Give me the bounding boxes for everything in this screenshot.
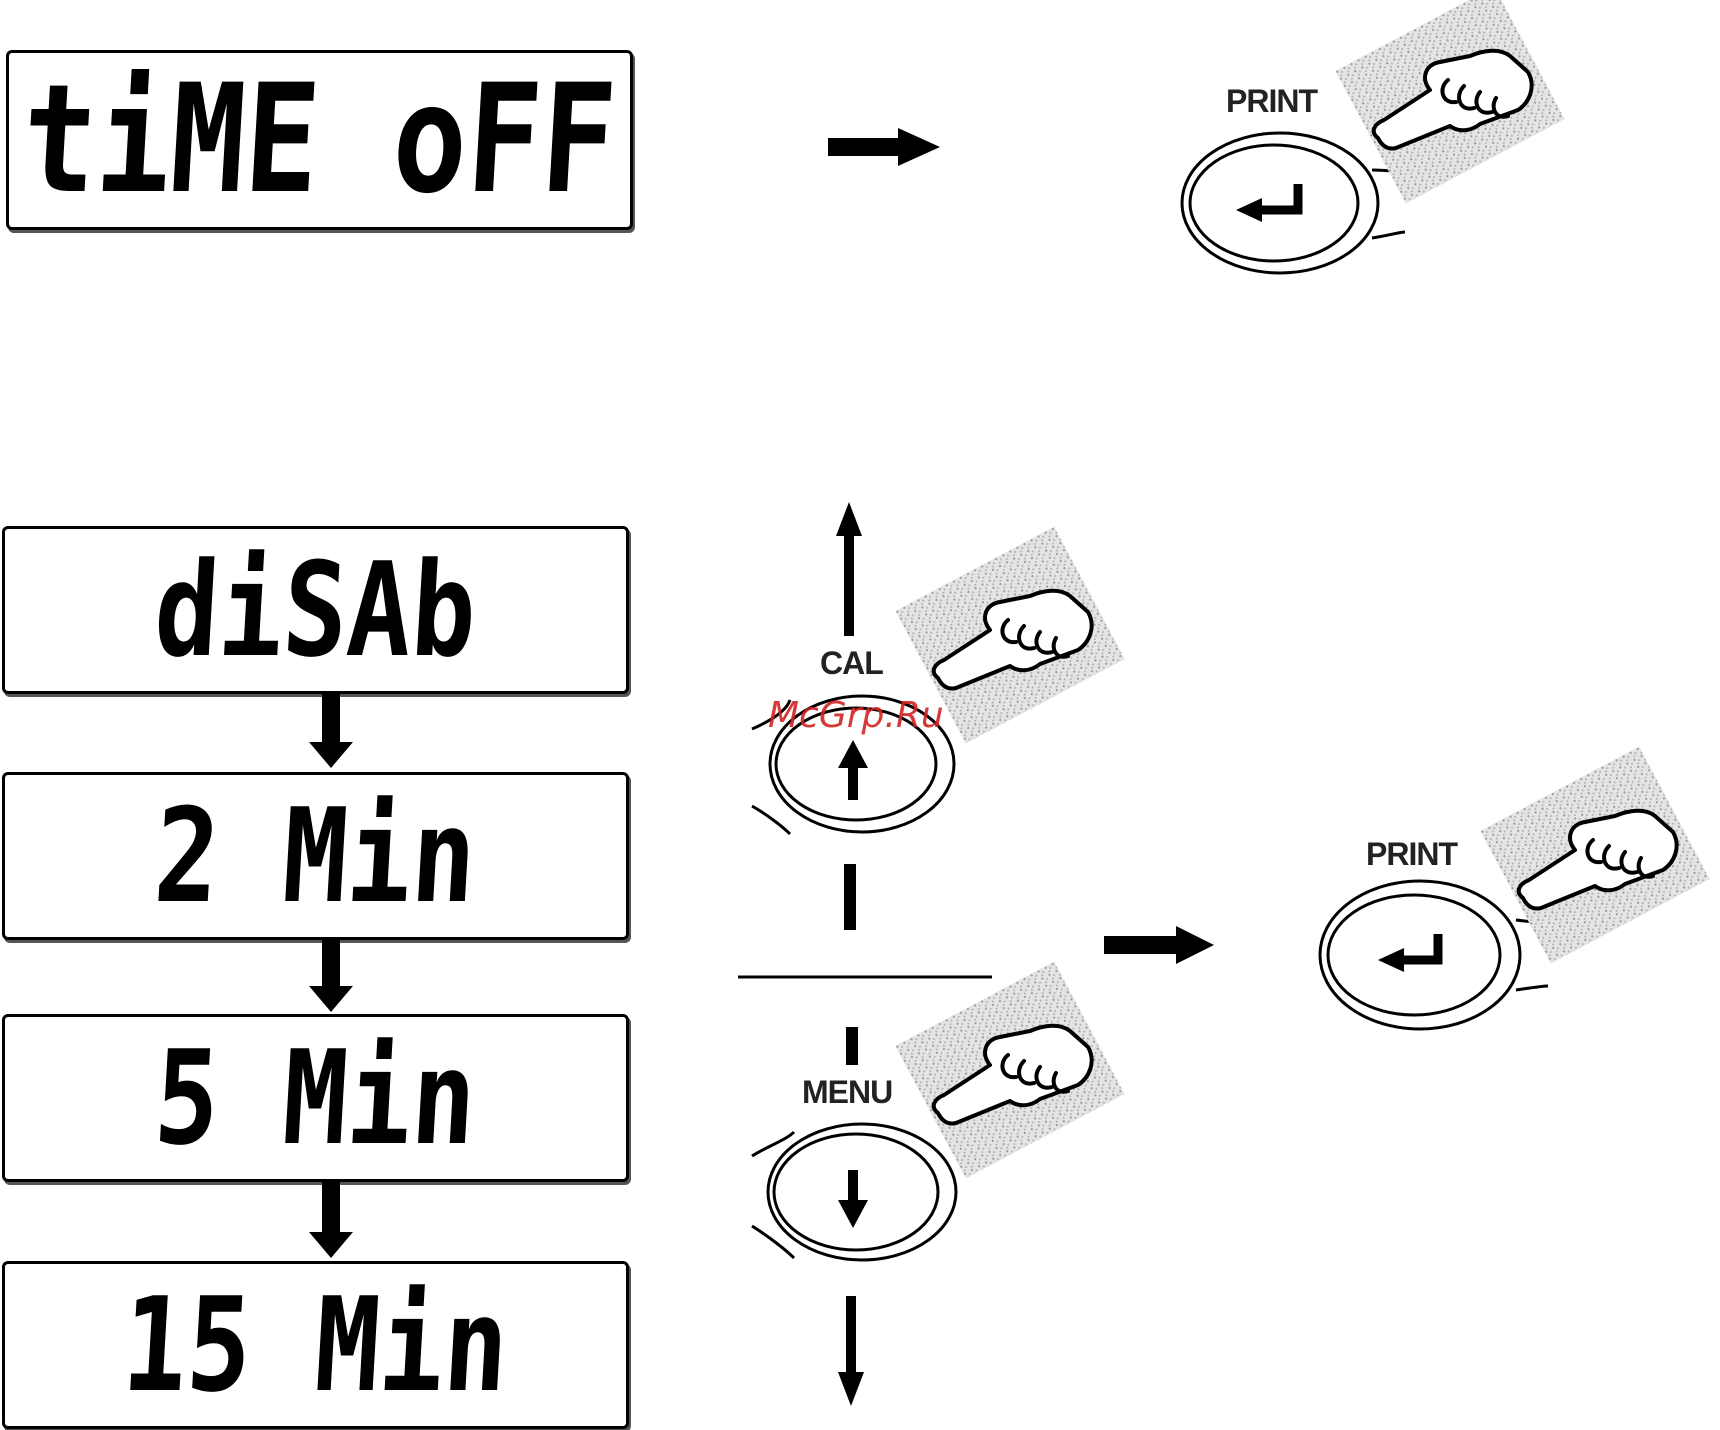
up-arrow-icon [836, 502, 862, 636]
down-arrow-icon [309, 1182, 353, 1258]
menu-key-label: MENU [802, 1074, 892, 1111]
cal-key-label: CAL [820, 645, 883, 682]
menu-key[interactable] [752, 1124, 956, 1260]
down-arrow-icon [838, 1296, 864, 1406]
down-arrow-icon [309, 940, 353, 1012]
dashed-connector [846, 1027, 858, 1065]
print-key-top[interactable] [1182, 133, 1405, 273]
down-arrow-icon [309, 694, 353, 768]
print-key-top-label: PRINT [1226, 83, 1317, 120]
print-key-right[interactable] [1320, 881, 1548, 1029]
dashed-connector [844, 864, 856, 930]
watermark: McGrp.Ru [768, 695, 944, 736]
print-key-right-label: PRINT [1366, 836, 1457, 873]
right-arrow-icon [1104, 926, 1214, 964]
right-arrow-icon [828, 128, 940, 166]
